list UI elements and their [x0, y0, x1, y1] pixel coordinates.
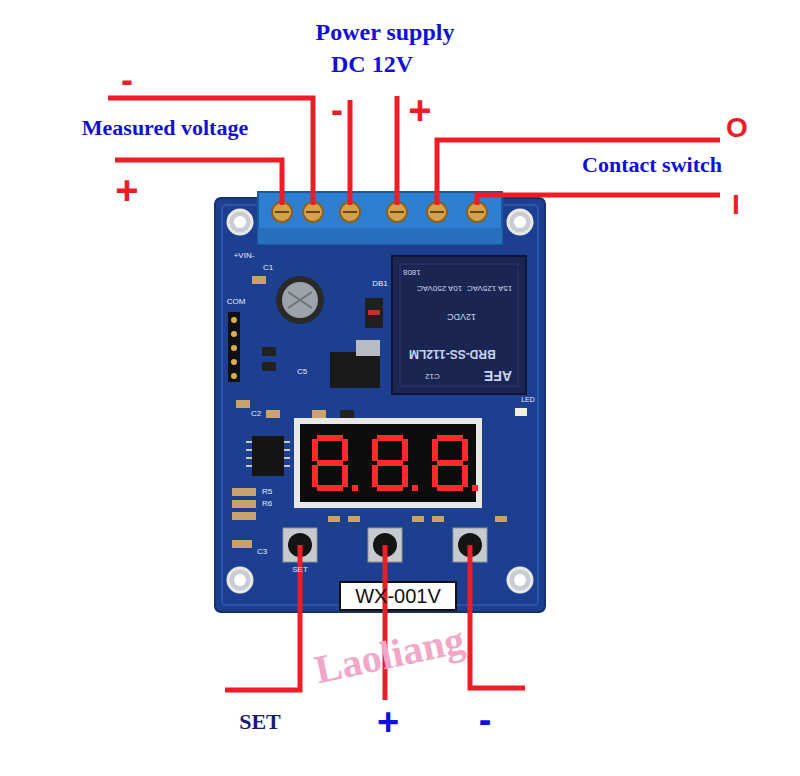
- heading-label: DC 12V: [331, 52, 413, 76]
- silkscreen-label: C2: [251, 410, 261, 418]
- switch-state: I: [732, 191, 740, 219]
- silkscreen-label: R5: [262, 488, 272, 496]
- button-label: -: [479, 701, 492, 739]
- silkscreen-label: R6: [262, 500, 272, 508]
- watermark: Laoliang: [312, 620, 468, 691]
- relay-marking: 12VDC: [447, 312, 476, 321]
- silkscreen-label: C1: [263, 264, 273, 272]
- relay-marking: C12: [425, 372, 440, 380]
- terminal-label: Measured voltage: [82, 117, 248, 139]
- terminal-label: Contact switch: [582, 154, 722, 176]
- polarity-sign: +: [408, 90, 431, 130]
- silkscreen-label: +VIN-: [234, 252, 255, 260]
- polarity-sign: +: [115, 170, 138, 210]
- polarity-sign: -: [121, 62, 133, 98]
- relay-marking: 1808: [403, 268, 421, 276]
- silkscreen-label: COM: [227, 298, 246, 306]
- relay-marking: AFE: [484, 369, 512, 383]
- silkscreen-label: SET: [292, 566, 308, 574]
- silkscreen-label: DB1: [372, 280, 388, 288]
- relay-marking: 15A 125VAC: [467, 284, 512, 292]
- switch-state: O: [726, 114, 748, 142]
- relay-marking: BRD-SS-112LM: [409, 348, 496, 360]
- model-number: WX-001V: [355, 586, 441, 606]
- silkscreen-label: LED: [521, 396, 535, 403]
- silkscreen-label: C3: [257, 548, 267, 556]
- button-label: SET: [239, 711, 281, 733]
- silkscreen-label: C5: [297, 368, 307, 376]
- button-label: +: [377, 703, 399, 741]
- polarity-sign: -: [331, 92, 343, 128]
- relay-marking: 10A 250VAC: [417, 284, 462, 292]
- heading-label: Power supply: [316, 20, 455, 44]
